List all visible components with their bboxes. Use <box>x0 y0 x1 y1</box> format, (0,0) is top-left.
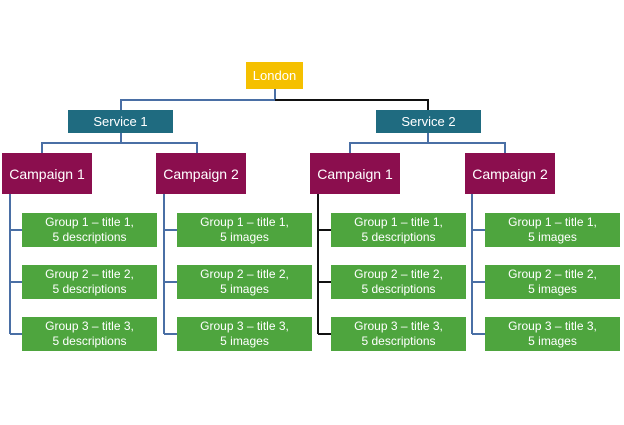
service-node-1: Service 1 <box>68 110 173 133</box>
group-node-s2-c2-g3: Group 3 – title 3, 5 images <box>485 317 620 351</box>
group-node-s2-c1-g1: Group 1 – title 1, 5 descriptions <box>331 213 466 247</box>
connector-service-2-campaigns <box>349 133 506 153</box>
group-detail: 5 images <box>528 282 577 296</box>
connector-root-service-1 <box>120 89 276 110</box>
group-detail: 5 images <box>220 230 269 244</box>
connector-s2-c1-groups <box>317 194 331 335</box>
campaign-node-s2-c2: Campaign 2 <box>465 153 555 194</box>
group-title: Group 3 – title 3, <box>200 319 289 333</box>
group-detail: 5 descriptions <box>52 334 127 348</box>
service-node-2: Service 2 <box>376 110 481 133</box>
campaign-node-s1-c2: Campaign 2 <box>156 153 246 194</box>
connector-s1-c1-groups <box>9 194 22 335</box>
group-detail: 5 descriptions <box>361 282 436 296</box>
group-detail: 5 descriptions <box>361 334 436 348</box>
group-node-s1-c2-g2: Group 2 – title 2, 5 images <box>177 265 312 299</box>
group-detail: 5 descriptions <box>52 230 127 244</box>
group-detail: 5 descriptions <box>361 230 436 244</box>
root-node-london: London <box>246 62 303 89</box>
group-title: Group 2 – title 2, <box>508 267 597 281</box>
group-node-s1-c2-g1: Group 1 – title 1, 5 images <box>177 213 312 247</box>
group-detail: 5 descriptions <box>52 282 127 296</box>
group-detail: 5 images <box>220 282 269 296</box>
group-title: Group 1 – title 1, <box>45 215 134 229</box>
group-title: Group 2 – title 2, <box>200 267 289 281</box>
group-detail: 5 images <box>220 334 269 348</box>
group-node-s1-c2-g3: Group 3 – title 3, 5 images <box>177 317 312 351</box>
group-node-s1-c1-g2: Group 2 – title 2, 5 descriptions <box>22 265 157 299</box>
connector-service-1-campaigns <box>41 133 198 153</box>
group-title: Group 3 – title 3, <box>45 319 134 333</box>
campaign-node-s1-c1: Campaign 1 <box>2 153 92 194</box>
group-title: Group 1 – title 1, <box>200 215 289 229</box>
group-title: Group 2 – title 2, <box>45 267 134 281</box>
group-title: Group 1 – title 1, <box>354 215 443 229</box>
group-node-s2-c2-g2: Group 2 – title 2, 5 images <box>485 265 620 299</box>
connector-root-service-2 <box>275 99 429 110</box>
group-title: Group 3 – title 3, <box>354 319 443 333</box>
group-node-s2-c1-g3: Group 3 – title 3, 5 descriptions <box>331 317 466 351</box>
connector-s1-c2-groups <box>163 194 177 335</box>
group-node-s2-c1-g2: Group 2 – title 2, 5 descriptions <box>331 265 466 299</box>
group-title: Group 1 – title 1, <box>508 215 597 229</box>
group-node-s1-c1-g1: Group 1 – title 1, 5 descriptions <box>22 213 157 247</box>
campaign-node-s2-c1: Campaign 1 <box>310 153 400 194</box>
group-title: Group 2 – title 2, <box>354 267 443 281</box>
group-detail: 5 images <box>528 334 577 348</box>
group-title: Group 3 – title 3, <box>508 319 597 333</box>
group-node-s1-c1-g3: Group 3 – title 3, 5 descriptions <box>22 317 157 351</box>
connector-s2-c2-groups <box>471 194 485 335</box>
group-node-s2-c2-g1: Group 1 – title 1, 5 images <box>485 213 620 247</box>
group-detail: 5 images <box>528 230 577 244</box>
